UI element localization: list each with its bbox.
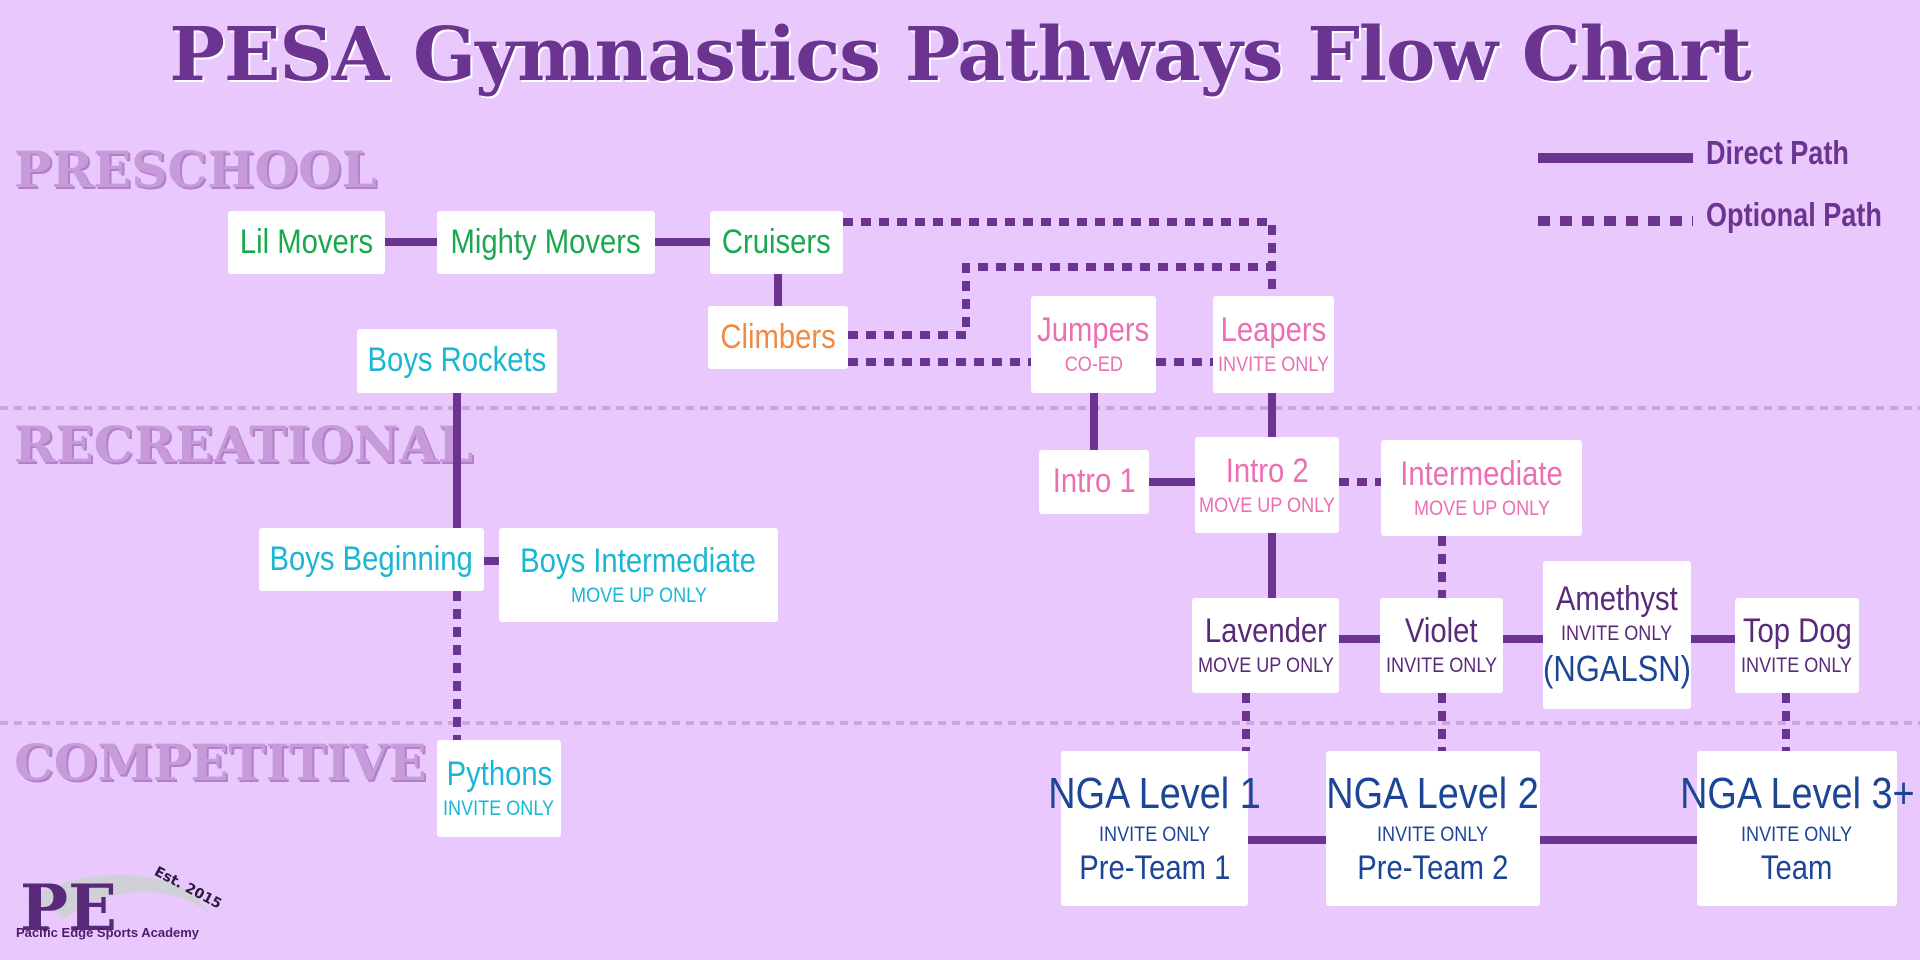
node-jumpers: Jumpers CO-ED — [1031, 296, 1156, 393]
node-title: Amethyst — [1556, 580, 1678, 619]
node-subtitle: INVITE ONLY — [1561, 622, 1673, 646]
node-extra: Pre-Team 1 — [1078, 848, 1231, 887]
node-intermediate: Intermediate MOVE UP ONLY — [1381, 440, 1582, 536]
node-leapers: Leapers INVITE ONLY — [1213, 296, 1334, 393]
node-title: Violet — [1405, 612, 1478, 651]
node-lavender: Lavender MOVE UP ONLY — [1192, 598, 1339, 693]
node-subtitle: INVITE ONLY — [1377, 822, 1489, 846]
node-nga-level-1: NGA Level 1 INVITE ONLY Pre-Team 1 — [1048, 751, 1261, 906]
node-amethyst: Amethyst INVITE ONLY (NGALSN) — [1543, 561, 1691, 709]
node-title: Pythons — [446, 755, 552, 794]
node-title: Boys Intermediate — [520, 541, 757, 580]
section-label-preschool: PRESCHOOL — [14, 140, 377, 199]
node-subtitle: MOVE UP ONLY — [1413, 496, 1550, 520]
node-title: Leapers — [1220, 311, 1327, 350]
node-climbers: Climbers — [708, 306, 848, 369]
node-title: Jumpers — [1037, 311, 1150, 350]
node-subtitle: INVITE ONLY — [443, 797, 555, 821]
node-extra: (NGALSN) — [1543, 648, 1691, 690]
node-boys-intermediate: Boys Intermediate MOVE UP ONLY — [499, 528, 778, 622]
section-label-competitive: COMPETITIVE — [14, 733, 427, 792]
node-title: Intro 2 — [1225, 451, 1309, 490]
node-nga-level-3: NGA Level 3+ INVITE ONLY Team — [1680, 751, 1914, 906]
legend-optional-swatch — [1538, 216, 1693, 226]
node-title: NGA Level 3+ — [1679, 769, 1915, 819]
node-subtitle: INVITE ONLY — [1098, 822, 1211, 846]
edge-cruisers-leapers — [843, 218, 1276, 297]
edge-climbers-leapers — [848, 263, 1272, 339]
node-lil-movers: Lil Movers — [228, 211, 385, 274]
node-title: Lil Movers — [239, 222, 374, 261]
node-title: Intro 1 — [1052, 462, 1136, 501]
node-subtitle: MOVE UP ONLY — [1199, 493, 1335, 517]
node-title: Cruisers — [722, 222, 831, 261]
node-subtitle: INVITE ONLY — [1385, 654, 1498, 678]
node-violet: Violet INVITE ONLY — [1380, 598, 1503, 693]
node-boys-beginning: Boys Beginning — [259, 528, 484, 591]
node-title: Mighty Movers — [450, 222, 642, 261]
node-intro-1: Intro 1 — [1039, 450, 1149, 514]
legend-direct-label: Direct Path — [1706, 134, 1849, 171]
section-label-recreational: RECREATIONAL — [14, 415, 473, 474]
node-subtitle: INVITE ONLY — [1741, 654, 1853, 678]
node-nga-level-2: NGA Level 2 INVITE ONLY Pre-Team 2 — [1326, 751, 1540, 906]
node-title: NGA Level 2 — [1326, 769, 1540, 819]
node-title: Top Dog — [1742, 612, 1852, 651]
pesa-logo: PE Est. 2015 — [20, 864, 224, 946]
node-subtitle: INVITE ONLY — [1217, 353, 1330, 377]
node-subtitle: MOVE UP ONLY — [1197, 654, 1334, 678]
node-subtitle: INVITE ONLY — [1741, 822, 1853, 846]
node-pythons: Pythons INVITE ONLY — [437, 740, 561, 837]
node-top-dog: Top Dog INVITE ONLY — [1735, 598, 1859, 693]
node-cruisers: Cruisers — [710, 211, 843, 274]
logo-caption: Pacific Edge Sports Academy — [16, 925, 200, 940]
node-title: NGA Level 1 — [1048, 769, 1261, 819]
legend-optional-label: Optional Path — [1706, 196, 1882, 233]
node-title: Intermediate — [1400, 454, 1563, 493]
node-title: Boys Beginning — [269, 539, 474, 578]
node-title: Lavender — [1204, 612, 1327, 651]
logo-mark: PE — [20, 871, 117, 946]
node-mighty-movers: Mighty Movers — [437, 211, 655, 274]
node-title: Boys Rockets — [367, 341, 547, 380]
node-extra: Pre-Team 2 — [1357, 848, 1509, 887]
legend-direct-swatch — [1538, 153, 1693, 163]
node-intro-2: Intro 2 MOVE UP ONLY — [1195, 437, 1339, 533]
node-title: Climbers — [720, 317, 836, 356]
node-subtitle: CO-ED — [1064, 353, 1123, 377]
logo-swoosh — [26, 874, 210, 918]
node-extra: Team — [1761, 848, 1833, 887]
node-subtitle: MOVE UP ONLY — [570, 583, 707, 607]
node-boys-rockets: Boys Rockets — [357, 329, 557, 393]
page-title: PESA Gymnastics Pathways Flow Chart — [169, 12, 1751, 98]
